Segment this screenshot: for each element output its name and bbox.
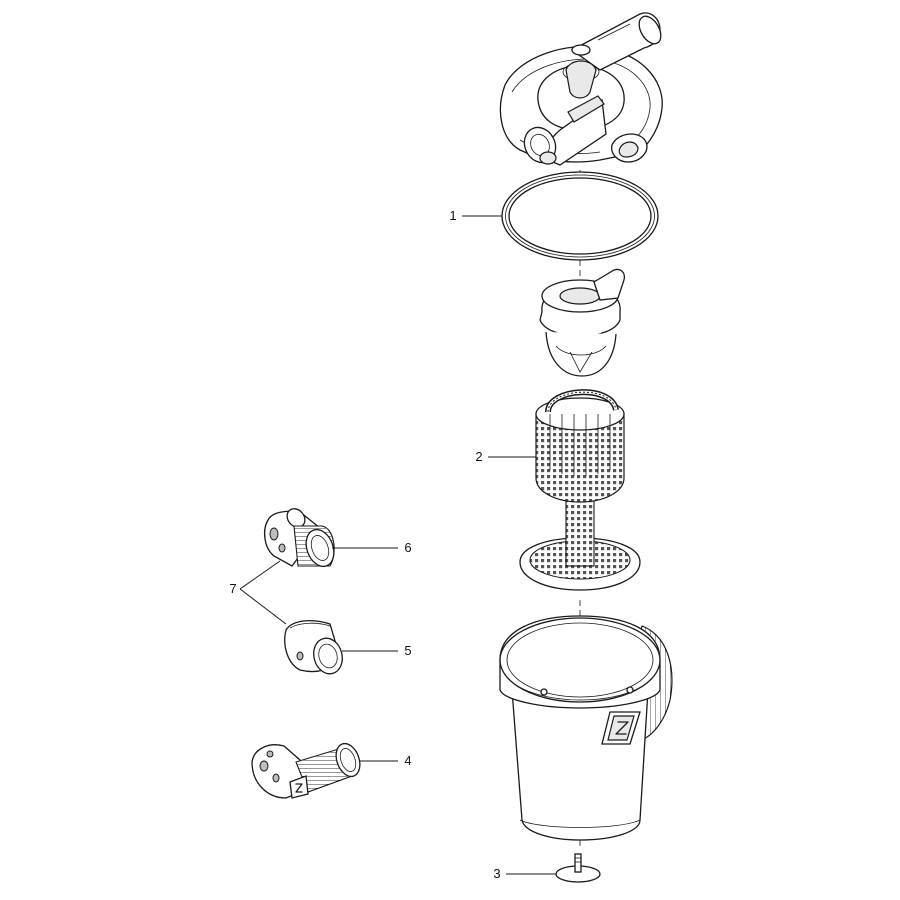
threaded-union-adapter xyxy=(263,508,335,568)
o-ring-seal xyxy=(501,171,659,261)
diffuser-insert xyxy=(539,268,626,377)
callout-5: 5 xyxy=(404,643,412,658)
callout-3: 3 xyxy=(493,866,501,881)
pump-pot xyxy=(499,615,673,841)
callout-4: 4 xyxy=(404,753,412,768)
pump-lid xyxy=(499,12,663,166)
callout-1: 1 xyxy=(449,208,457,223)
callout-6: 6 xyxy=(404,540,412,555)
slip-coupling xyxy=(284,619,343,675)
elbow-fitting xyxy=(251,742,361,799)
callout-7: 7 xyxy=(229,581,237,596)
callout-2: 2 xyxy=(475,449,483,464)
strainer-basket xyxy=(519,389,641,591)
drain-plug xyxy=(555,853,601,883)
leader-lines xyxy=(239,215,556,875)
